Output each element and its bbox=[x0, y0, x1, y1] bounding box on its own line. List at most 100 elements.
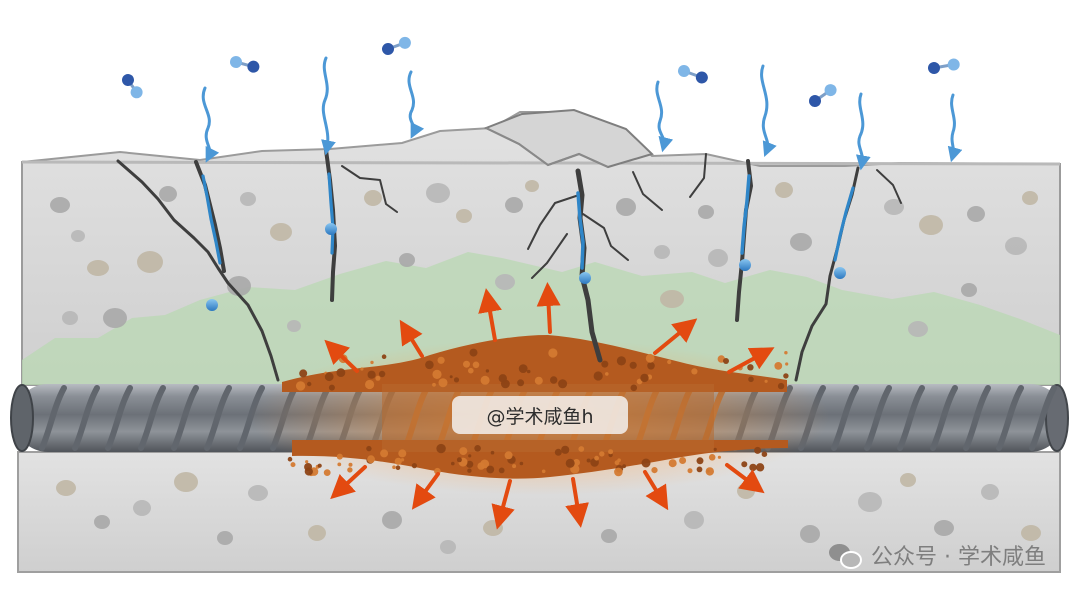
rust-particle bbox=[365, 380, 374, 389]
rust-particle bbox=[688, 468, 693, 473]
watermark-label: @学术咸鱼h bbox=[452, 396, 628, 434]
rust-particle bbox=[499, 374, 507, 382]
aggregate-stone bbox=[525, 180, 539, 192]
rust-particle bbox=[714, 448, 717, 451]
rust-particle bbox=[723, 358, 729, 364]
oxygen-molecules bbox=[120, 35, 961, 109]
rust-particle bbox=[467, 469, 471, 473]
aggregate-stone bbox=[800, 525, 820, 543]
rust-particle bbox=[594, 371, 603, 380]
rust-particle bbox=[566, 459, 575, 468]
rust-particle bbox=[617, 356, 626, 365]
rust-particle bbox=[527, 370, 531, 374]
rust-particle bbox=[542, 470, 546, 474]
rust-particle bbox=[608, 449, 613, 454]
rust-particle bbox=[642, 459, 651, 468]
water-drop-icon bbox=[325, 223, 337, 235]
rust-particle bbox=[578, 446, 584, 452]
rust-particle bbox=[395, 458, 402, 465]
rust-particle bbox=[747, 364, 753, 370]
aggregate-stone bbox=[775, 182, 793, 198]
rust-particle bbox=[392, 465, 396, 469]
aggregate-stone bbox=[287, 320, 301, 332]
rust-particle bbox=[561, 446, 569, 454]
oxygen-molecule-icon bbox=[676, 63, 709, 85]
rust-particle bbox=[325, 372, 334, 381]
rust-particle bbox=[762, 451, 768, 457]
rust-particle bbox=[473, 362, 480, 369]
rust-particle bbox=[519, 364, 528, 373]
rust-particle bbox=[691, 368, 697, 374]
rust-particle bbox=[783, 373, 788, 378]
rust-particle bbox=[360, 367, 363, 370]
rust-particle bbox=[749, 464, 756, 471]
aggregate-stone bbox=[616, 198, 636, 216]
aggregate-stone bbox=[240, 192, 256, 206]
rust-particle bbox=[765, 380, 768, 383]
rust-particle bbox=[706, 467, 714, 475]
aggregate-stone bbox=[684, 511, 704, 529]
rust-particle bbox=[337, 454, 343, 460]
aggregate-stone bbox=[934, 520, 954, 536]
rust-particle bbox=[697, 457, 704, 464]
footer-brand: 公众号 · 学术咸鱼 bbox=[829, 539, 1046, 571]
watermark-text: @学术咸鱼h bbox=[486, 402, 593, 429]
wechat-logo-icon bbox=[829, 542, 863, 568]
aggregate-stone bbox=[159, 186, 177, 202]
aggregate-stone bbox=[71, 230, 85, 242]
aggregate-stone bbox=[137, 251, 163, 273]
water-drop-icon bbox=[834, 267, 846, 279]
aggregate-stone bbox=[961, 283, 977, 297]
aggregate-stone bbox=[50, 197, 70, 213]
rust-particle bbox=[647, 362, 655, 370]
rust-particle bbox=[517, 379, 524, 386]
aggregate-stone bbox=[483, 520, 503, 536]
rust-particle bbox=[347, 467, 352, 472]
aggregate-stone bbox=[62, 311, 78, 325]
aggregate-stone bbox=[919, 215, 943, 235]
aggregate-stone bbox=[1022, 191, 1038, 205]
rust-particle bbox=[640, 374, 648, 382]
rust-particle bbox=[741, 461, 747, 467]
rust-particle bbox=[454, 377, 459, 382]
aggregate-stone bbox=[308, 525, 326, 541]
rust-particle bbox=[679, 457, 686, 464]
rust-particle bbox=[774, 362, 782, 370]
rust-particle bbox=[432, 383, 436, 387]
aggregate-stone bbox=[426, 183, 450, 203]
aggregate-stone bbox=[103, 308, 127, 328]
aggregate-stone bbox=[495, 274, 515, 290]
aggregate-stone bbox=[601, 529, 617, 543]
oxygen-molecule-icon bbox=[927, 58, 961, 75]
rust-particle bbox=[646, 354, 655, 363]
rust-particle bbox=[486, 466, 494, 474]
rust-particle bbox=[288, 457, 293, 462]
rust-particle bbox=[614, 468, 623, 477]
rust-particle bbox=[382, 354, 387, 359]
rust-particle bbox=[425, 361, 434, 370]
rust-particle bbox=[379, 371, 385, 377]
rust-particle bbox=[305, 460, 308, 463]
rust-particle bbox=[599, 451, 604, 456]
rust-particle bbox=[380, 449, 388, 457]
rust-particle bbox=[324, 469, 331, 476]
aggregate-stone bbox=[133, 500, 151, 516]
aggregate-stone bbox=[505, 197, 523, 213]
aggregate-stone bbox=[708, 249, 728, 267]
rust-particle bbox=[512, 464, 516, 468]
rust-particle bbox=[307, 382, 311, 386]
rust-particle bbox=[398, 449, 406, 457]
oxygen-molecule-icon bbox=[229, 55, 261, 74]
rust-particle bbox=[667, 360, 671, 364]
rust-particle bbox=[617, 458, 621, 462]
rust-particle bbox=[630, 362, 637, 369]
rust-particle bbox=[669, 459, 677, 467]
water-drop-icon bbox=[579, 272, 591, 284]
aggregate-stone bbox=[858, 492, 882, 512]
aggregate-stone bbox=[87, 260, 109, 276]
aggregate-stone bbox=[1005, 237, 1027, 255]
footer-text: 公众号 · 学术咸鱼 bbox=[871, 539, 1046, 571]
rust-particle bbox=[375, 376, 380, 381]
rust-particle bbox=[436, 444, 445, 453]
aggregate-stone bbox=[270, 223, 292, 241]
